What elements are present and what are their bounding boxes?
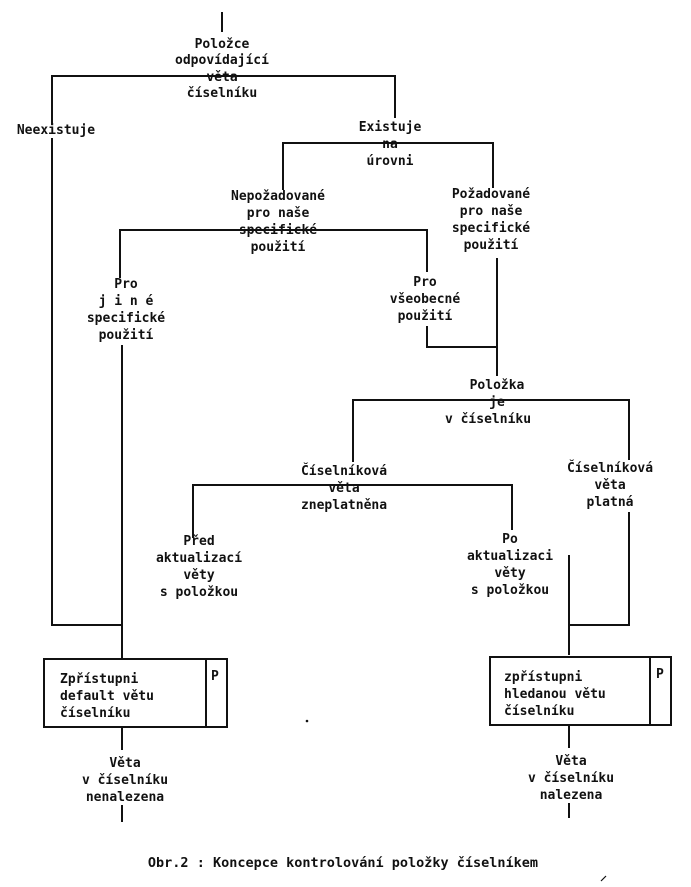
node-general-use-line-1: Pro	[413, 275, 437, 290]
node-record-valid-line-3: platná	[587, 495, 634, 510]
node-result-found-line-1: Věta	[555, 754, 586, 769]
node-not-required-line-4: použití	[251, 240, 306, 255]
node-after-update: Po aktualizaci věty s položkou	[467, 532, 553, 598]
node-result-not-found-line-3: nenalezena	[86, 790, 164, 805]
figure-caption: Obr.2 : Koncepce kontrolování položky čí…	[148, 855, 538, 871]
default-record-box-line-3: číselníku	[60, 706, 130, 721]
node-after-update-line-2: aktualizaci	[467, 549, 553, 564]
node-required: Požadované pro naše specifické použití	[452, 187, 530, 253]
node-result-found: Věta v číselníku nalezena	[528, 754, 614, 803]
found-record-box-line-2: hledanou větu	[504, 687, 606, 702]
node-after-update-line-4: s položkou	[471, 583, 549, 598]
node-before-update-line-4: s položkou	[160, 585, 238, 600]
found-record-box-line-3: číselníku	[504, 704, 574, 719]
default-record-box-tag: P	[211, 669, 219, 684]
node-root-line-2: odpovídající	[175, 53, 269, 68]
node-other-use: Pro j i n é specifické použití	[87, 277, 165, 343]
node-labels: Položce odpovídající věta číselníku Neex…	[17, 37, 653, 871]
node-root-line-3: věta	[206, 70, 237, 85]
node-other-use-line-4: použití	[99, 328, 154, 343]
node-not-required-line-1: Nepožadované	[231, 189, 325, 204]
node-general-use-line-3: použití	[398, 309, 453, 324]
node-required-line-1: Požadované	[452, 187, 530, 202]
node-record-valid-line-2: věta	[594, 478, 625, 493]
node-after-update-line-3: věty	[494, 566, 525, 581]
node-other-use-line-3: specifické	[87, 311, 165, 326]
node-before-update-line-2: aktualizací	[156, 551, 242, 566]
node-required-line-3: specifické	[452, 221, 530, 236]
node-other-use-line-2: j i n é	[99, 294, 154, 309]
found-record-box-line-1: zpřístupni	[504, 670, 582, 685]
node-not-exists: Neexistuje	[17, 123, 95, 138]
node-before-update-line-3: věty	[183, 568, 214, 583]
node-exists-line-3: úrovni	[367, 154, 414, 169]
found-record-box: zpřístupni hledanou větu číselníku P	[489, 656, 672, 726]
node-other-use-line-1: Pro	[114, 277, 138, 292]
found-record-box-tag: P	[656, 667, 664, 682]
node-result-not-found: Věta v číselníku nenalezena	[82, 756, 168, 805]
node-record-invalidated: Číselníková věta zneplatněna	[301, 463, 387, 513]
node-not-exists-line-1: Neexistuje	[17, 123, 95, 138]
node-record-valid: Číselníková věta platná	[567, 460, 653, 510]
node-record-invalidated-line-3: zneplatněna	[301, 498, 387, 513]
node-record-invalidated-line-1: Číselníková	[301, 463, 387, 479]
node-record-invalidated-line-2: věta	[328, 481, 359, 496]
node-root-line-1: Položce	[195, 37, 250, 52]
node-required-line-4: použití	[464, 238, 519, 253]
node-after-update-line-1: Po	[502, 532, 518, 547]
node-item-in-dictionary-line-1: Položka	[470, 378, 525, 393]
default-record-box: Zpřístupni default větu číselníku P	[43, 658, 228, 728]
connector-lines	[51, 12, 630, 822]
node-root: Položce odpovídající věta číselníku	[175, 37, 269, 101]
node-item-in-dictionary-line-2: je	[489, 395, 505, 410]
node-general-use-line-2: všeobecné	[390, 292, 461, 307]
node-result-found-line-2: v číselníku	[528, 771, 614, 786]
node-required-line-2: pro naše	[460, 204, 523, 219]
node-root-line-4: číselníku	[187, 86, 257, 101]
node-item-in-dictionary: Položka je v číselníku	[445, 378, 531, 427]
node-before-update-line-1: Před	[183, 534, 214, 549]
node-exists: Existuje na úrovni	[359, 120, 422, 169]
default-record-box-line-2: default větu	[60, 689, 154, 704]
default-record-box-line-1: Zpřístupni	[60, 672, 138, 687]
node-exists-line-2: na	[382, 137, 398, 152]
node-result-not-found-line-1: Věta	[109, 756, 140, 771]
node-item-in-dictionary-line-3: v číselníku	[445, 412, 531, 427]
node-result-not-found-line-2: v číselníku	[82, 773, 168, 788]
scan-specks	[305, 719, 607, 882]
node-exists-line-1: Existuje	[359, 120, 422, 135]
node-not-required-line-2: pro naše	[247, 206, 310, 221]
node-not-required-line-3: specifické	[239, 223, 317, 238]
node-result-found-line-3: nalezena	[540, 788, 603, 803]
node-before-update: Před aktualizací věty s položkou	[156, 534, 242, 600]
node-general-use: Pro všeobecné použití	[390, 275, 461, 324]
node-record-valid-line-1: Číselníková	[567, 460, 653, 476]
node-not-required: Nepožadované pro naše specifické použití	[231, 189, 325, 255]
